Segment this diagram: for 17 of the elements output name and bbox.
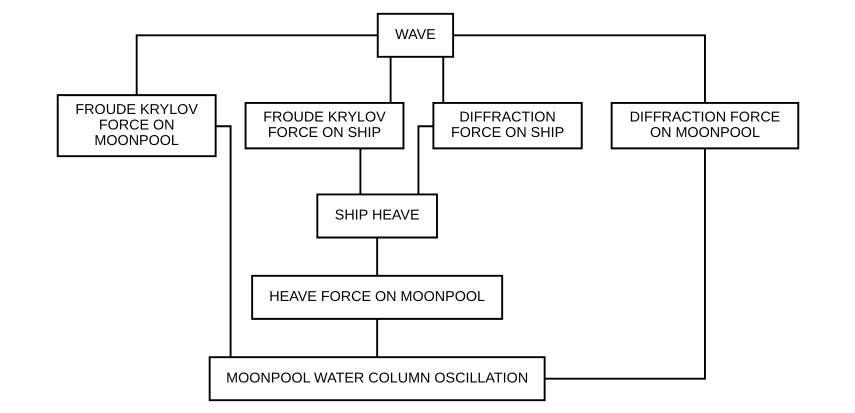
node-box: FROUDE KRYLOV FORCE ON SHIP <box>244 101 404 149</box>
node-box: SHIP HEAVE <box>316 192 438 238</box>
connector <box>389 56 392 102</box>
connector <box>215 124 232 356</box>
node-box: HEAVE FORCE ON MOONPOOL <box>250 274 503 320</box>
connector <box>376 237 378 275</box>
connector <box>544 148 706 380</box>
node-box: DIFFRACTION FORCE ON MOONPOOL <box>610 101 799 149</box>
connector <box>452 34 706 102</box>
connector <box>376 318 378 356</box>
connector <box>442 56 444 102</box>
node-box: FROUDE KRYLOV FORCE ON MOONPOOL <box>56 94 216 157</box>
node-box: WAVE <box>376 12 454 58</box>
connector <box>358 148 361 194</box>
node-box: DIFFRACTION FORCE ON SHIP <box>432 101 582 149</box>
node-box: MOONPOOL WATER COLUMN OSCILLATION <box>208 356 546 401</box>
connector <box>135 34 377 95</box>
